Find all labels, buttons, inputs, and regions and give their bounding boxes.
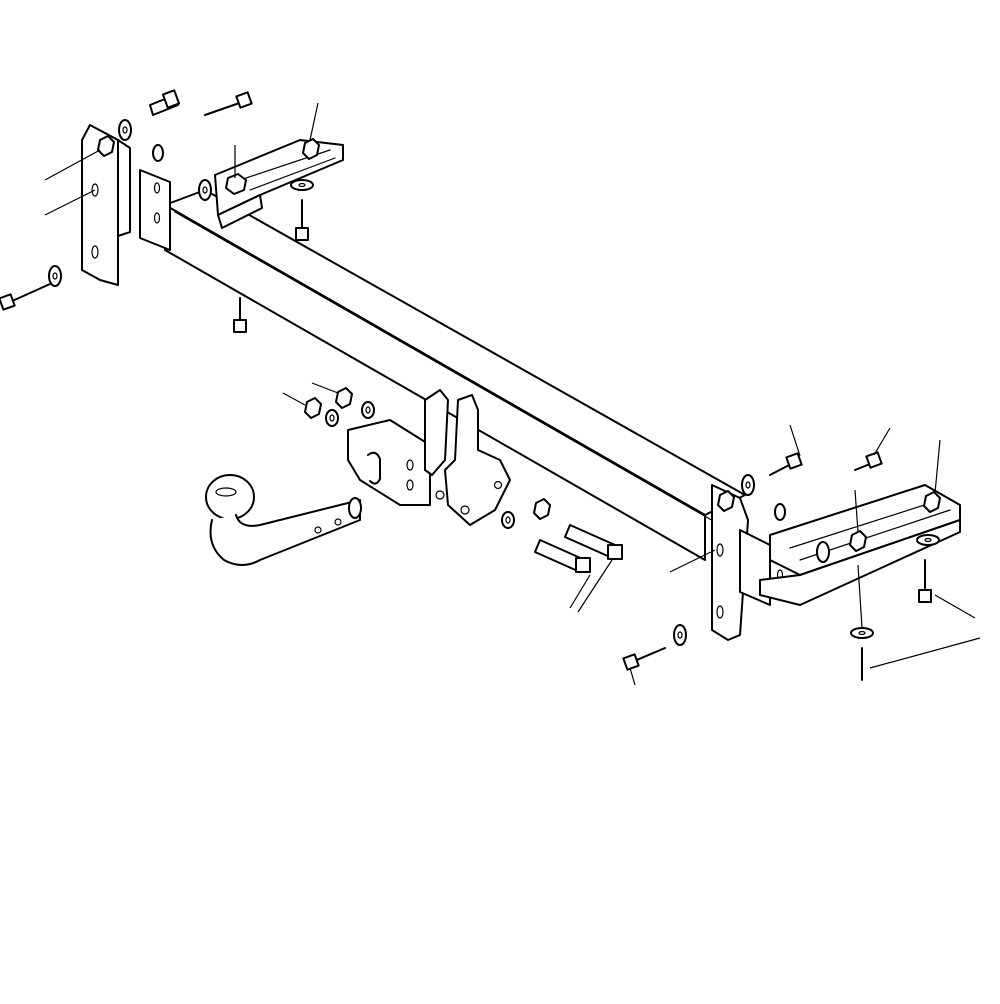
washer [816, 541, 830, 563]
washer [198, 179, 212, 201]
mounting-plate [347, 389, 511, 526]
nut [304, 397, 322, 419]
bolt [534, 539, 591, 573]
nut [849, 530, 867, 552]
tow-ball-neck [205, 474, 362, 566]
washer [48, 265, 62, 287]
bolt [149, 89, 181, 116]
washer [501, 511, 515, 529]
washer [152, 144, 164, 162]
bolt [854, 451, 883, 471]
bolt [769, 452, 803, 476]
nut [225, 173, 247, 195]
washer [673, 624, 687, 646]
washer [774, 503, 786, 521]
nut [923, 491, 941, 513]
washer [916, 534, 940, 546]
bolts [0, 89, 932, 681]
washer [741, 474, 755, 496]
leader-lines [44, 102, 981, 686]
washer [118, 119, 132, 141]
bolt [295, 199, 309, 241]
washer [361, 401, 375, 419]
nut [335, 387, 353, 409]
nut [533, 498, 551, 520]
bolt [622, 647, 666, 671]
bolt [0, 283, 51, 311]
bolt [564, 524, 623, 560]
washer [325, 409, 339, 427]
washer [290, 179, 314, 191]
washer [850, 627, 874, 639]
nut [97, 135, 115, 157]
left-side-bracket [81, 124, 171, 286]
bolt [204, 91, 253, 116]
bolt [233, 297, 247, 333]
nuts [97, 135, 941, 552]
nut [717, 490, 735, 512]
washers [48, 119, 940, 646]
nut [302, 138, 320, 160]
cross-beam [164, 189, 746, 561]
bolt [918, 559, 932, 603]
